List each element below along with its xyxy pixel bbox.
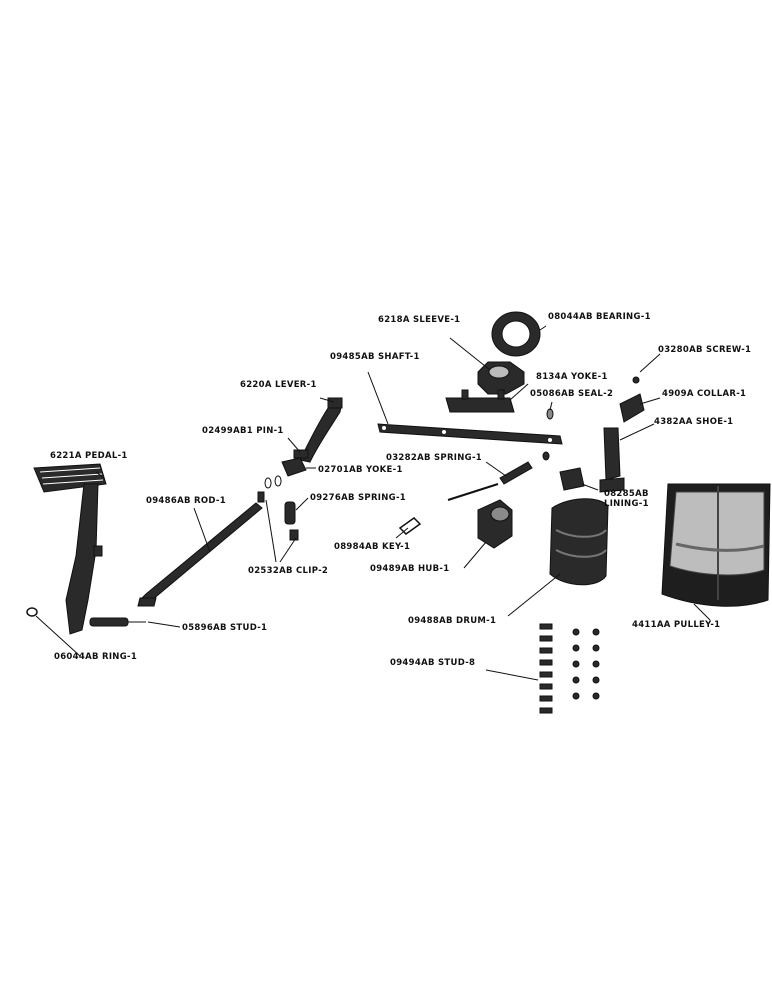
label-clip: 02532AB CLIP-2	[248, 566, 328, 576]
shaft-part	[377, 423, 563, 445]
lining-part	[559, 467, 585, 491]
pedal-part	[33, 463, 107, 635]
yoke-lower-part	[281, 449, 309, 477]
bearing-part	[491, 311, 541, 357]
sleeve-part	[477, 361, 525, 395]
label-yoke-lower: 02701AB YOKE-1	[318, 465, 403, 475]
label-hub: 09489AB HUB-1	[370, 564, 449, 574]
label-collar: 4909A COLLAR-1	[662, 389, 746, 399]
label-seal: 05086AB SEAL-2	[530, 389, 613, 399]
drum-part	[549, 498, 609, 586]
label-screw: 03280AB SCREW-1	[658, 345, 751, 355]
label-lever: 6220A LEVER-1	[240, 380, 317, 390]
pulley-part	[661, 483, 771, 607]
collar-part	[619, 376, 645, 423]
lever-part	[299, 397, 343, 463]
label-ring: 06044AB RING-1	[54, 652, 137, 662]
stud-pedal-part	[89, 617, 146, 627]
label-sleeve: 6218A SLEEVE-1	[378, 315, 460, 325]
leader-lines	[35, 325, 711, 681]
label-lining-name: LINING-1	[604, 499, 649, 509]
label-pedal: 6221A PEDAL-1	[50, 451, 128, 461]
studs-parts	[539, 623, 600, 714]
label-rod: 09486AB ROD-1	[146, 496, 226, 506]
yoke-upper-part	[445, 389, 515, 413]
label-shoe: 4382AA SHOE-1	[654, 417, 733, 427]
spring-upper-part	[447, 461, 533, 501]
label-key: 08984AB KEY-1	[334, 542, 410, 552]
hub-part	[477, 499, 513, 549]
label-drum: 09488AB DRUM-1	[408, 616, 496, 626]
label-bearing: 08044AB BEARING-1	[548, 312, 651, 322]
label-shaft: 09485AB SHAFT-1	[330, 352, 420, 362]
label-spring-upper: 03282AB SPRING-1	[386, 453, 482, 463]
label-studs: 09494AB STUD-8	[390, 658, 475, 668]
spring-lower-part	[284, 501, 296, 525]
rod-part	[137, 502, 263, 607]
clip-parts	[257, 475, 299, 541]
ring-part	[26, 607, 38, 617]
shoe-part	[599, 427, 625, 493]
label-stud-pedal: 05896AB STUD-1	[182, 623, 267, 633]
label-lining-code: 08285AB	[604, 489, 649, 499]
label-yoke-upper: 8134A YOKE-1	[536, 372, 608, 382]
label-pin: 02499AB1 PIN-1	[202, 426, 284, 436]
label-pulley: 4411AA PULLEY-1	[632, 620, 720, 630]
label-spring-lower: 09276AB SPRING-1	[310, 493, 406, 503]
